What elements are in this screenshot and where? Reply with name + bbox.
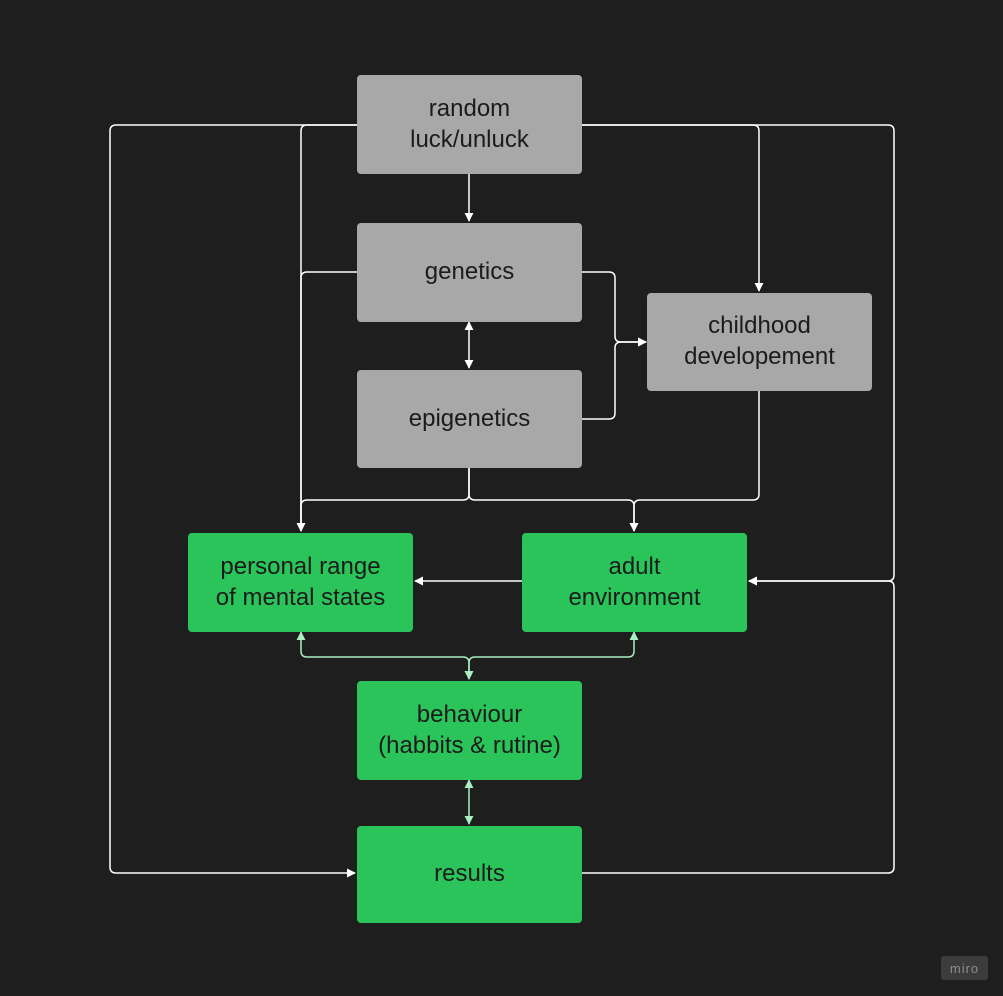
node-personal-range-label: personal range of mental states: [215, 552, 386, 611]
node-personal-range[interactable]: personal range of mental states: [188, 533, 413, 632]
connector-epigenetics-to-personal: [296, 468, 470, 532]
node-genetics-label: genetics: [424, 258, 515, 286]
node-genetics[interactable]: genetics: [357, 223, 582, 322]
node-random-luck[interactable]: random luck/unluck: [357, 75, 582, 174]
connector-adult-behaviour: [464, 631, 639, 680]
connector-random-to-personal: [296, 124, 357, 532]
node-childhood-development-label: childhood developement: [684, 312, 835, 370]
node-epigenetics-label: epigenetics: [408, 404, 531, 432]
connector-genetics-to-personal: [300, 271, 357, 531]
connector-epigenetics-to-childhood: [582, 337, 647, 420]
node-behaviour[interactable]: behaviour (habbits & rutine): [357, 681, 582, 780]
node-random-luck-label: random luck/unluck: [410, 94, 529, 153]
connector-epigenetics-to-adult: [468, 468, 639, 532]
connector-genetics-to-childhood: [582, 271, 647, 347]
node-behaviour-label: behaviour (habbits & rutine): [378, 700, 561, 759]
node-results-label: results: [434, 860, 505, 888]
node-childhood-development[interactable]: childhood developement: [647, 293, 872, 391]
node-adult-environment-label: adult environment: [568, 552, 701, 611]
connector-results-to-adult: [582, 576, 895, 874]
connector-random-to-childhood: [582, 124, 764, 292]
connector-childhood-to-adult: [629, 391, 760, 532]
node-epigenetics[interactable]: epigenetics: [357, 370, 582, 468]
node-results[interactable]: results: [357, 826, 582, 923]
connector-random-to-results: [109, 124, 357, 878]
connector-personal-behaviour: [296, 631, 474, 680]
node-adult-environment[interactable]: adult environment: [522, 533, 747, 632]
miro-watermark: miro: [941, 956, 988, 980]
